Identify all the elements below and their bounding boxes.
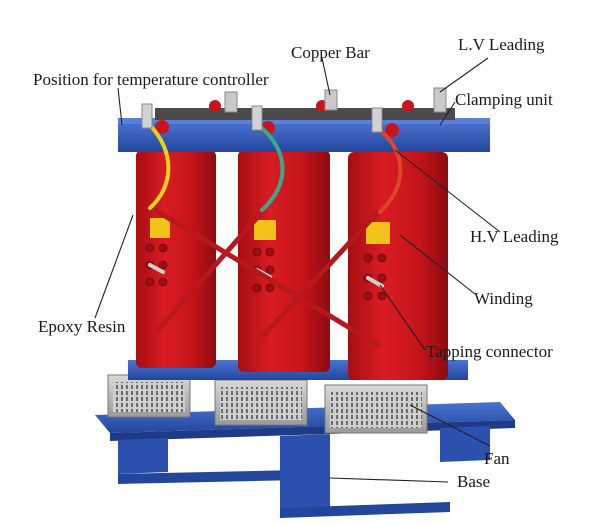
label-hv-leading: H.V Leading	[470, 227, 559, 246]
hv-leads	[152, 207, 381, 348]
label-winding: Winding	[474, 289, 533, 308]
coils	[136, 150, 448, 380]
label-lv-leading: L.V Leading	[458, 35, 545, 54]
label-clamping-unit: Clamping unit	[455, 90, 553, 109]
label-copper-bar: Copper Bar	[291, 43, 370, 62]
label-epoxy-resin: Epoxy Resin	[38, 317, 126, 336]
label-base: Base	[457, 472, 491, 491]
leader-lines	[94, 57, 501, 483]
label-fan: Fan	[484, 449, 510, 468]
label-tapping-connector: Tapping connector	[426, 342, 553, 361]
fan-units	[107, 374, 428, 434]
copper-bars	[224, 87, 447, 113]
label-temperature-controller: Position for temperature controller	[33, 70, 269, 89]
lv-leads	[145, 120, 403, 214]
